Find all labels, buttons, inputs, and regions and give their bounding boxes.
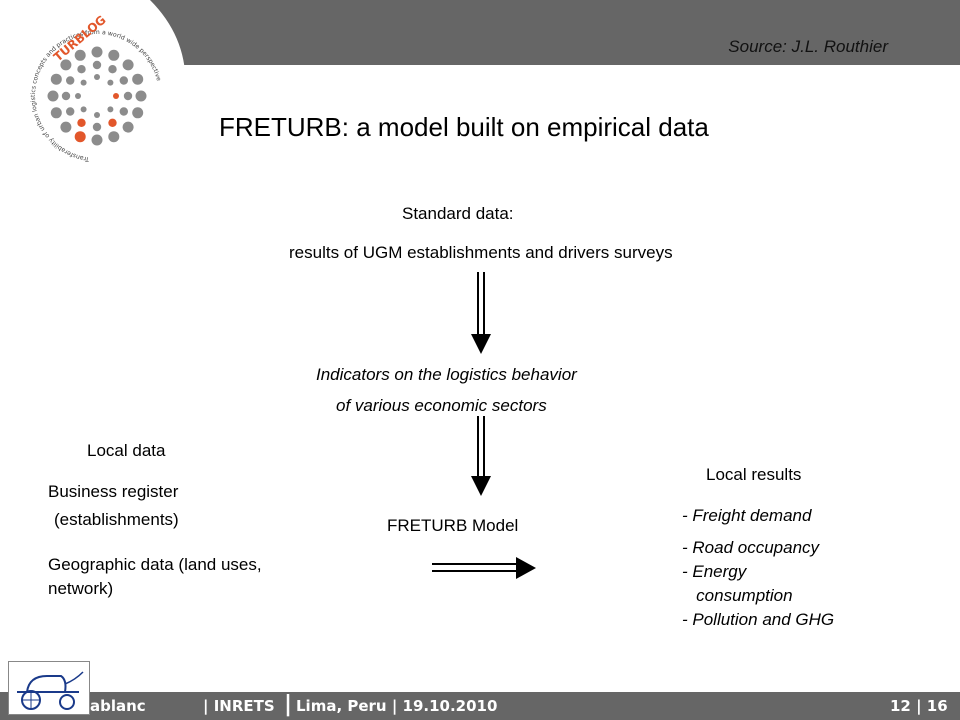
local-results-label: Local results <box>706 465 802 484</box>
logo-dot <box>77 65 86 74</box>
logo-dot <box>50 73 62 85</box>
logo-dot <box>91 46 103 58</box>
local-data-label: Local data <box>87 441 166 460</box>
logo-dot <box>122 121 134 133</box>
standard-data-label: Standard data: <box>402 204 514 223</box>
carriage-logo <box>8 661 90 715</box>
turblog-logo: Transferability of urban logistics conce… <box>0 0 200 175</box>
footer-separator: | <box>284 692 293 717</box>
logo-dot <box>50 107 62 119</box>
arrow-down-2 <box>471 416 491 496</box>
result-item: - Road occupancy <box>682 538 820 557</box>
freturb-model-label: FRETURB Model <box>387 516 519 535</box>
logo-dot <box>66 76 75 85</box>
logo-dot <box>107 79 114 86</box>
logo-dot <box>66 107 75 116</box>
logo-dot <box>91 134 103 146</box>
logo-dot <box>92 60 102 70</box>
logo-dot <box>108 118 117 128</box>
logo-dot <box>119 107 128 116</box>
logo-dot <box>132 107 144 119</box>
logo-dot <box>75 93 81 99</box>
business-register-line-1: Business register <box>48 482 179 501</box>
logo-dot <box>77 118 86 128</box>
logo-dot <box>122 59 134 71</box>
geographic-data-line-2: network) <box>48 579 114 598</box>
logo-dot <box>47 90 59 102</box>
logo-dot <box>113 93 119 99</box>
indicators-line-1: Indicators on the logistics behavior <box>316 365 577 384</box>
slide-title: FRETURB: a model built on empirical data <box>219 112 709 142</box>
result-item: - Energy <box>682 562 747 581</box>
footer-bar: ablanc | INRETS | Lima, Peru | 19.10.201… <box>0 692 960 720</box>
logo-dot <box>123 91 133 101</box>
footer-author: ablanc <box>90 697 146 715</box>
logo-dot <box>108 65 117 74</box>
logo-dot <box>107 106 114 113</box>
indicators-line-2: of various economic sectors <box>336 396 547 415</box>
logo-dot <box>94 74 100 80</box>
logo-dot <box>60 121 72 133</box>
business-register-line-2: (establishments) <box>54 510 179 529</box>
logo-dot <box>60 59 72 71</box>
source-credit: Source: J.L. Routhier <box>728 37 888 56</box>
logo-dot <box>108 131 120 143</box>
result-item: - Freight demand <box>682 506 812 525</box>
result-item: consumption <box>682 586 793 605</box>
logo-dot <box>132 73 144 85</box>
geographic-data-line-1: Geographic data (land uses, <box>48 555 262 574</box>
standard-data-detail: results of UGM establishments and driver… <box>289 243 673 262</box>
logo-dot <box>135 90 147 102</box>
logo-dot <box>74 131 86 143</box>
logo-dot <box>108 49 120 61</box>
logo-dot <box>94 112 100 118</box>
logo-dot <box>80 106 87 113</box>
logo-dot <box>74 49 86 61</box>
footer-org: | INRETS <box>203 697 275 715</box>
logo-dot <box>92 122 102 132</box>
logo-dot <box>119 76 128 85</box>
arrow-right <box>432 557 536 579</box>
arrow-down-1 <box>471 272 491 354</box>
result-item: - Pollution and GHG <box>682 610 835 629</box>
logo-dot <box>80 79 87 86</box>
footer-page-number: 12 | 16 <box>890 697 948 715</box>
logo-dot <box>61 91 71 101</box>
footer-place-date: Lima, Peru | 19.10.2010 <box>296 697 498 715</box>
